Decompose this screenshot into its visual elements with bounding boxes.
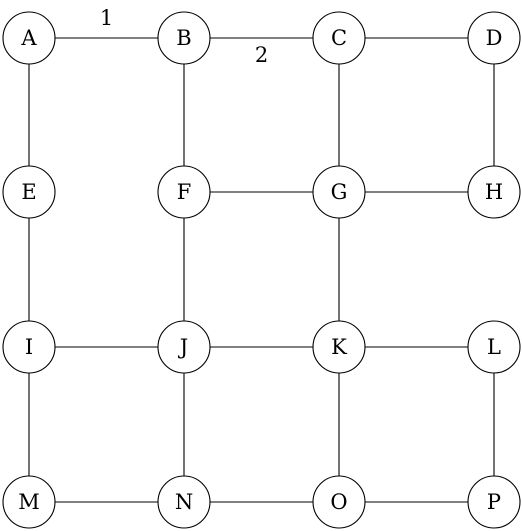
node-label: B xyxy=(176,26,191,50)
node-label: N xyxy=(175,490,193,514)
node-circle xyxy=(2,165,56,219)
node-b: B xyxy=(157,11,211,65)
node-label: A xyxy=(20,26,37,50)
node-circle xyxy=(157,165,211,219)
node-circle xyxy=(157,11,211,65)
node-m: M xyxy=(2,475,56,529)
node-l: L xyxy=(467,320,521,374)
node-label: G xyxy=(331,180,348,204)
edges-layer xyxy=(28,37,495,503)
node-circle xyxy=(2,475,56,529)
node-a: A xyxy=(2,11,56,65)
edge-label-a-b: 1 xyxy=(100,6,113,30)
node-k: K xyxy=(312,320,366,374)
node-o: O xyxy=(312,475,366,529)
node-h: H xyxy=(467,165,521,219)
node-f: F xyxy=(157,165,211,219)
node-i: I xyxy=(2,320,56,374)
node-circle xyxy=(312,11,366,65)
node-label: L xyxy=(487,335,501,359)
node-label: P xyxy=(487,490,501,514)
node-j: J xyxy=(157,320,211,374)
node-label: C xyxy=(331,26,347,50)
node-circle xyxy=(312,475,366,529)
node-label: F xyxy=(177,180,192,204)
node-circle xyxy=(312,320,366,374)
node-circle xyxy=(2,320,56,374)
edge-label-b-c: 2 xyxy=(255,43,268,67)
node-circle xyxy=(467,165,521,219)
node-label: H xyxy=(485,180,503,204)
node-n: N xyxy=(157,475,211,529)
node-circle xyxy=(467,320,521,374)
edge-labels-layer: 12 xyxy=(100,6,268,67)
node-circle xyxy=(312,165,366,219)
node-e: E xyxy=(2,165,56,219)
node-label: J xyxy=(178,335,188,359)
node-circle xyxy=(467,11,521,65)
node-label: I xyxy=(25,335,33,359)
node-label: K xyxy=(331,335,347,359)
node-circle xyxy=(157,320,211,374)
node-label: D xyxy=(486,26,503,50)
node-label: M xyxy=(18,490,40,514)
node-circle xyxy=(157,475,211,529)
node-p: P xyxy=(467,475,521,529)
node-circle xyxy=(2,11,56,65)
node-circle xyxy=(467,475,521,529)
node-g: G xyxy=(312,165,366,219)
node-label: O xyxy=(330,490,347,514)
nodes-layer: A B C D E F G H I J K L M N O P xyxy=(2,11,521,529)
node-d: D xyxy=(467,11,521,65)
node-label: E xyxy=(21,180,36,204)
node-c: C xyxy=(312,11,366,65)
